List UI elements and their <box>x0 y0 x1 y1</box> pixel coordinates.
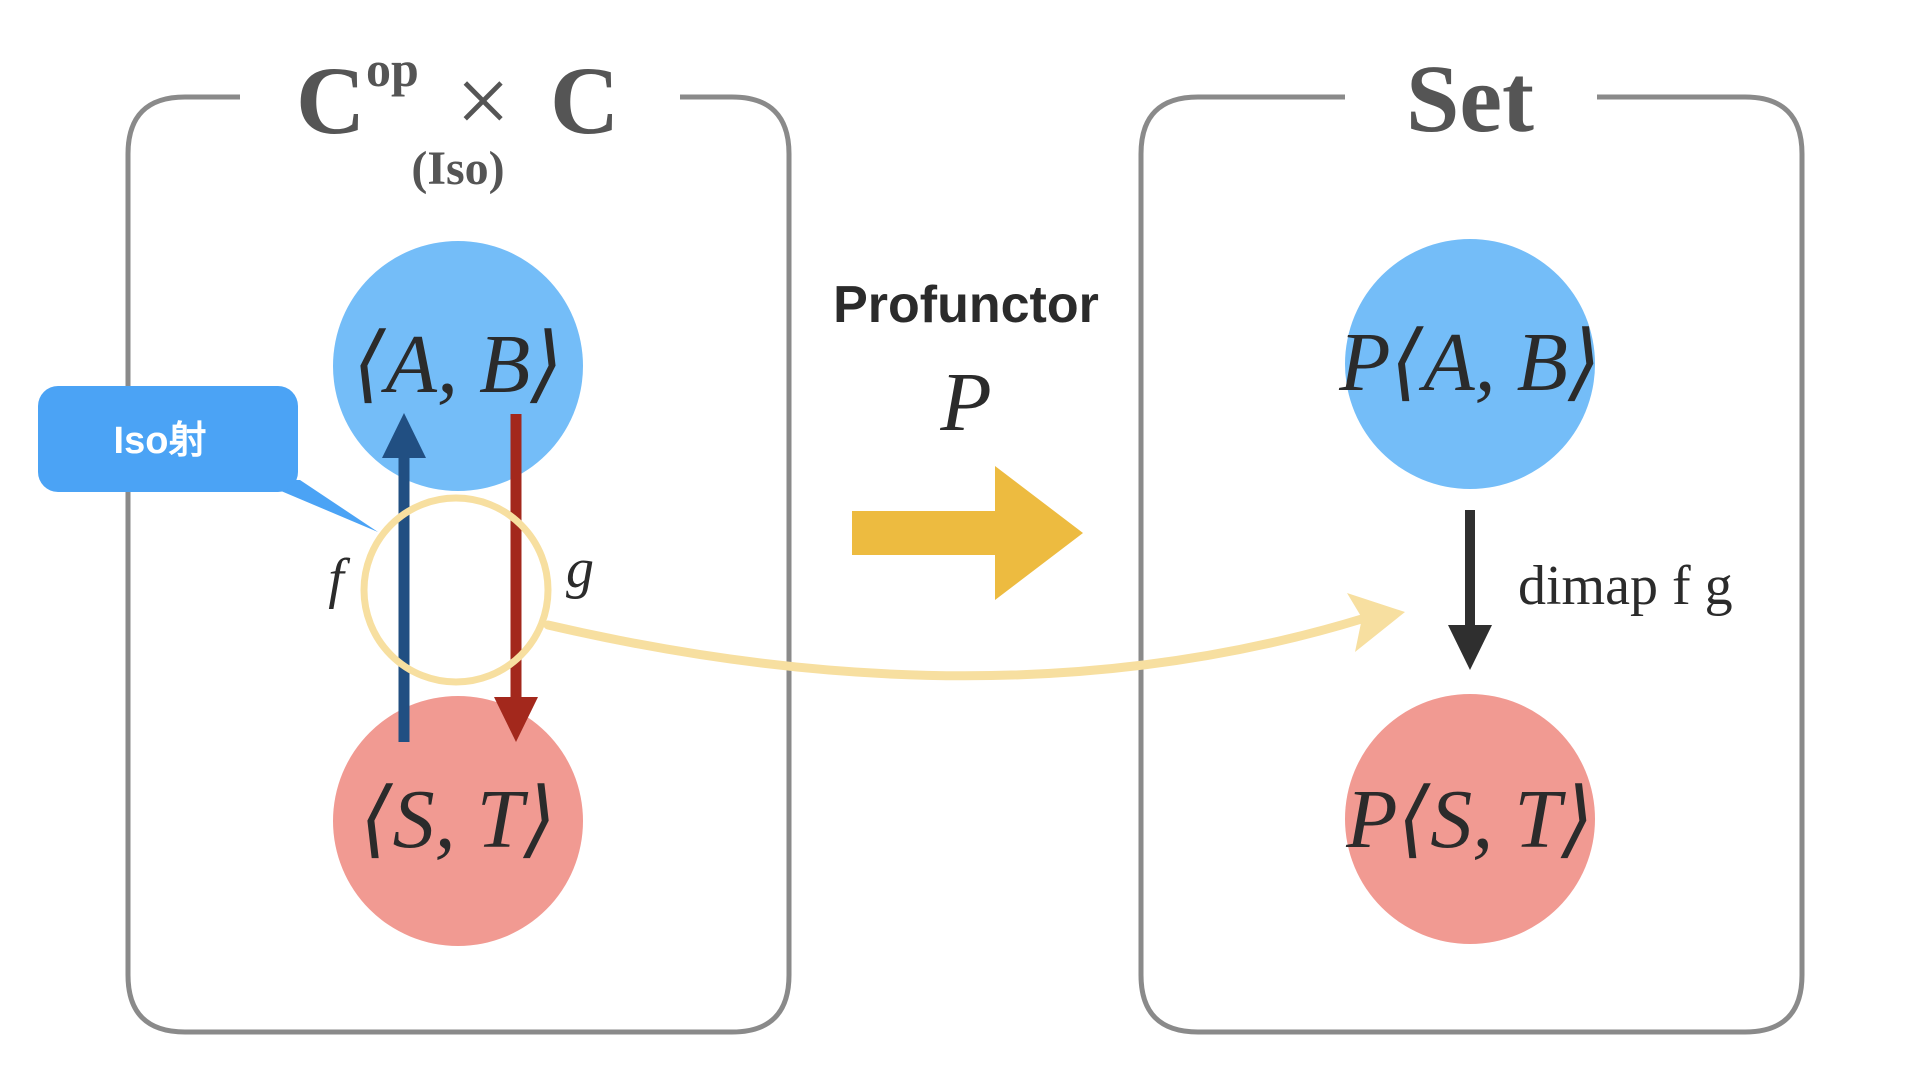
mapping-curve <box>543 613 1370 681</box>
node-pab-circle <box>1345 239 1595 489</box>
arrow-g-head-icon <box>494 697 538 742</box>
title-iso-subtitle: (Iso) <box>411 142 504 195</box>
callout-pointer <box>255 480 378 532</box>
callout-label: Iso射 <box>114 420 207 462</box>
node-ab-label: ⟨A, B⟩ <box>353 318 563 411</box>
node-pab-label: P⟨A, B⟩ <box>1338 316 1600 409</box>
left-category-box <box>125 94 792 1035</box>
arrow-f-head-icon <box>382 413 426 458</box>
right-category-title: Set <box>1406 45 1534 152</box>
title-c: C <box>296 47 365 154</box>
profunctor-label: Profunctor <box>833 276 1099 334</box>
node-pst-circle <box>1345 694 1595 944</box>
title-op-superscript: op <box>366 41 419 97</box>
functor-arrow-icon <box>852 466 1083 600</box>
iso-highlight-circle <box>360 494 552 686</box>
arrow-f-label: f <box>328 548 351 610</box>
node-st-circle <box>333 696 583 946</box>
title-c2: C <box>550 47 619 154</box>
profunctor-symbol: P <box>939 356 991 449</box>
callout-bubble <box>38 386 298 492</box>
node-st-label: ⟨S, T⟩ <box>360 773 556 866</box>
node-pst-label: P⟨S, T⟩ <box>1345 773 1594 866</box>
title-times: × <box>456 47 510 154</box>
left-category-title: C op × C (Iso) <box>296 41 619 195</box>
iso-morphism-callout: Iso射 <box>38 386 378 532</box>
mapping-curve-arrowhead-icon <box>1347 593 1405 652</box>
dimap-arrow-head-icon <box>1448 625 1492 670</box>
dimap-label: dimap f g <box>1518 555 1733 617</box>
right-category-box <box>1138 94 1805 1035</box>
arrow-g-label: g <box>566 538 594 600</box>
